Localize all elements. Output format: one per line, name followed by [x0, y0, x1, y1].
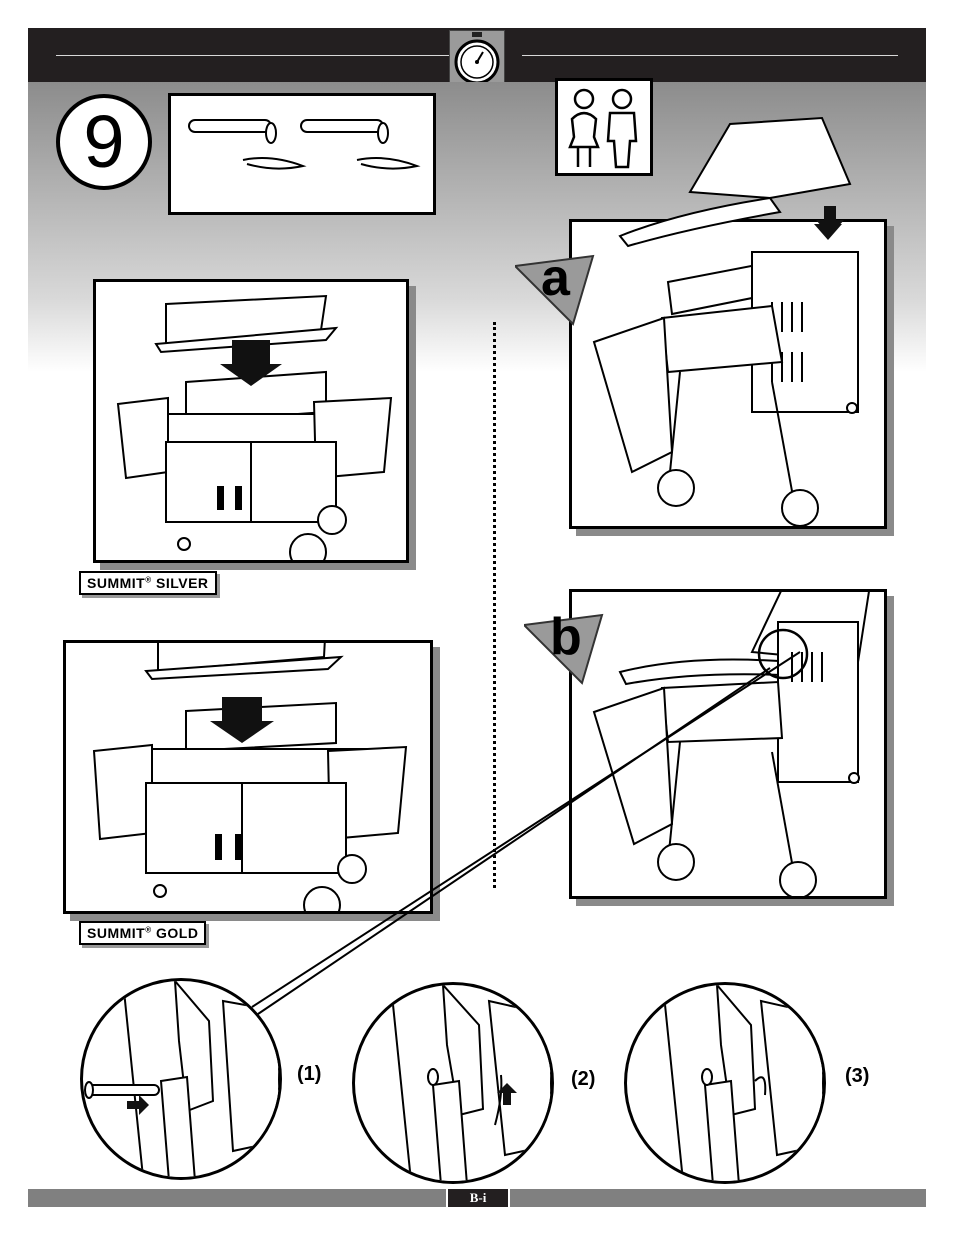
detail-circle-3 — [624, 982, 826, 1184]
detail-circle-2 — [352, 982, 554, 1184]
detail-step-2: (2) — [571, 1068, 595, 1091]
page-label: B-i — [446, 1189, 510, 1207]
detail-step-3: (3) — [845, 1065, 869, 1088]
detail-circle-1 — [80, 978, 282, 1180]
detail-step-1: (1) — [297, 1063, 321, 1086]
footer-bar: B-i — [28, 1189, 926, 1207]
